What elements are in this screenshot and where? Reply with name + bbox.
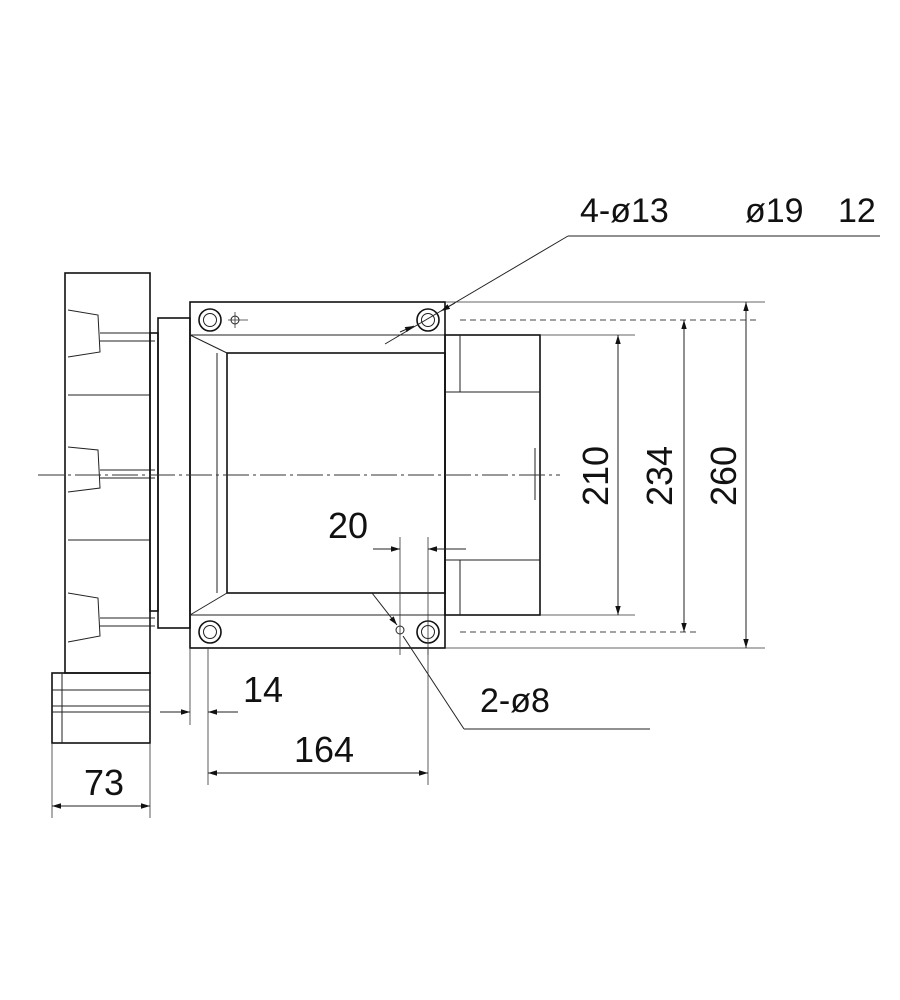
dim-73-lines	[51, 743, 151, 818]
hole-top-left	[198, 308, 222, 332]
dim-73-label: 73	[84, 762, 124, 803]
hole-callout-leader	[384, 235, 880, 345]
center-lines	[38, 319, 760, 633]
hole-callout-counterbore: ø19	[745, 192, 804, 230]
dim-210-label: 210	[575, 446, 616, 506]
dim-164-lines	[208, 648, 429, 785]
height-dimensions	[445, 301, 765, 649]
adapter-flange	[149, 317, 191, 629]
dim-20-label: 20	[328, 505, 368, 546]
motor-body	[51, 272, 155, 744]
pin-callout-label: 2-ø8	[480, 682, 550, 720]
dim-260-label: 260	[703, 446, 744, 506]
pin-callout-leader	[371, 592, 650, 730]
dim-14-lines	[160, 648, 238, 785]
hole-top-right	[416, 308, 440, 332]
dim-20-lines	[373, 537, 466, 655]
hole-callout-qty: 4-ø13	[580, 192, 669, 230]
hole-callout-depth: 12	[838, 192, 876, 230]
dim-164-label: 164	[294, 729, 354, 770]
dim-14-label: 14	[243, 669, 283, 710]
dim-234-label: 234	[639, 446, 680, 506]
hole-bottom-left	[198, 620, 222, 644]
